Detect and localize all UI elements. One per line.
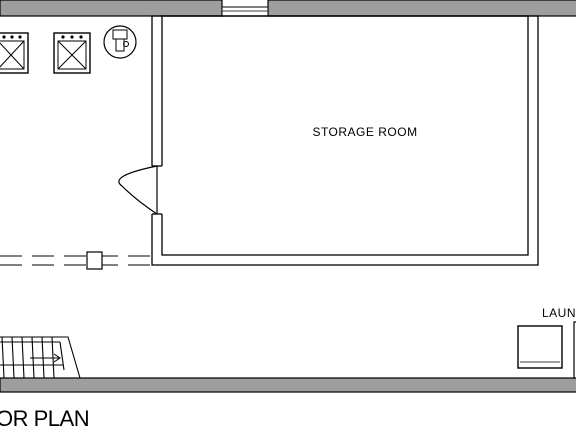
floor-plan-title: OR PLAN	[0, 406, 89, 431]
bottom-exterior-wall	[0, 377, 576, 393]
storage-room-walls	[151, 15, 539, 266]
water-heater-symbol	[103, 25, 137, 59]
dashed-overhead-line	[0, 255, 152, 266]
stairs	[0, 336, 81, 379]
top-exterior-wall	[0, 0, 576, 17]
laundry-tub	[517, 325, 563, 369]
storage-room-label: STORAGE ROOM	[312, 125, 417, 139]
appliance-unit-left	[0, 32, 29, 74]
stair-direction-arrow	[30, 353, 61, 363]
door-swing	[118, 165, 158, 215]
laundry-label: LAUNDRY	[542, 306, 576, 320]
appliance-unit-right	[53, 32, 91, 74]
floor-drain-box	[86, 251, 103, 270]
laundry-partition	[573, 321, 576, 379]
top-window	[221, 6, 269, 17]
